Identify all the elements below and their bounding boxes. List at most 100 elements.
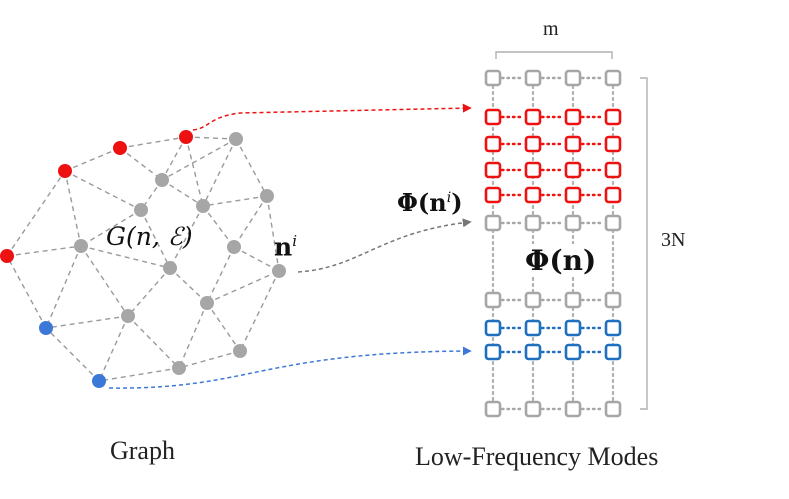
mode-cell-gray: [604, 400, 622, 418]
graph-edge: [206, 246, 235, 304]
graph-node: [200, 296, 214, 310]
graph-edge: [64, 170, 82, 247]
mode-cell-gray: [564, 291, 582, 309]
mode-cell-red: [564, 135, 582, 153]
graph-node: [121, 309, 135, 323]
graph-edge: [161, 136, 187, 181]
mode-cell-gray: [604, 69, 622, 87]
graph-node-red: [113, 141, 127, 155]
graph-node-red: [0, 249, 14, 263]
mode-cell-gray: [484, 400, 502, 418]
modes-height-label: 3N: [661, 229, 686, 251]
node-label: ni: [274, 232, 297, 261]
graph-edge: [266, 195, 280, 272]
mode-cell-red: [484, 186, 502, 204]
graph-edge: [239, 270, 280, 352]
graph-edge: [119, 136, 187, 149]
center-mode-label: Φ(n): [521, 244, 601, 277]
graph-edge: [235, 138, 268, 197]
graph-edge: [202, 195, 268, 207]
mode-cell-red: [524, 161, 542, 179]
graph-edge: [80, 245, 129, 317]
mode-cell-red: [484, 108, 502, 126]
graph-label: G(n, ℰ): [106, 222, 193, 251]
mode-cell-red: [524, 135, 542, 153]
graph-edge: [178, 302, 208, 369]
mode-cell-blue: [604, 343, 622, 361]
graph-caption: Graph: [110, 436, 175, 465]
width-bracket: [495, 51, 613, 59]
row-mode-label: Φ(ni): [397, 188, 463, 217]
mode-cell-blue: [564, 343, 582, 361]
modes-width-label: m: [543, 18, 559, 40]
graph-edge: [169, 205, 204, 269]
mode-cell-gray: [484, 291, 502, 309]
graph-edge: [206, 270, 280, 304]
mode-cell-red: [524, 108, 542, 126]
mode-cell-gray: [564, 69, 582, 87]
graph-edge: [161, 179, 204, 207]
graph-node: [227, 240, 241, 254]
mode-cell-blue: [524, 343, 542, 361]
modes-caption: Low-Frequency Modes: [415, 442, 659, 471]
graph-node: [233, 344, 247, 358]
red-mapping-arrow: [192, 103, 472, 131]
graph-edge: [6, 255, 47, 329]
mode-cell-red: [604, 108, 622, 126]
graph-node: [229, 132, 243, 146]
mode-cell-blue: [524, 319, 542, 337]
graph-edge: [202, 205, 235, 248]
graph-edge: [127, 267, 171, 317]
row-mode-label-close: ): [451, 188, 463, 217]
mode-cell-blue: [484, 343, 502, 361]
mode-cell-gray: [524, 291, 542, 309]
mode-grid-cells: [484, 69, 622, 418]
graph-edge: [140, 209, 171, 269]
mode-cell-red: [564, 108, 582, 126]
graph-nodes: [0, 130, 286, 388]
graph-edge: [185, 136, 204, 207]
height-bracket: [640, 77, 648, 410]
graph-node: [74, 239, 88, 253]
row-mode-label-base: Φ(n: [397, 188, 447, 217]
graph-edge: [45, 315, 129, 329]
graph-edge: [80, 209, 142, 247]
blue-mapping-arrow: [108, 346, 472, 389]
graph-edge: [178, 350, 241, 369]
graph-edge: [98, 367, 180, 382]
graph-edge: [233, 195, 268, 248]
mode-cell-red: [484, 135, 502, 153]
mode-cell-gray: [524, 400, 542, 418]
graph-edge: [64, 147, 121, 172]
mode-cell-red: [564, 186, 582, 204]
mode-cell-red: [604, 186, 622, 204]
graph-edge: [64, 170, 142, 211]
mode-cell-blue: [564, 319, 582, 337]
graph-node: [260, 189, 274, 203]
mode-cell-red: [524, 186, 542, 204]
mode-cell-gray: [564, 400, 582, 418]
graph-edge: [206, 302, 241, 352]
graph-node: [272, 264, 286, 278]
mapping-arrows: [108, 103, 472, 389]
mode-cell-red: [604, 135, 622, 153]
node-label-base: n: [274, 232, 293, 262]
mode-cell-gray: [604, 291, 622, 309]
graph-edge: [233, 246, 280, 272]
mode-cell-gray: [604, 214, 622, 232]
graph-edge: [45, 245, 82, 329]
graph-edge: [6, 245, 82, 257]
mode-cell-gray: [524, 69, 542, 87]
graph-edge: [127, 315, 180, 369]
graph-node-blue: [92, 374, 106, 388]
mode-cell-gray: [524, 214, 542, 232]
graph-node: [172, 361, 186, 375]
graph-node: [163, 261, 177, 275]
mode-cell-blue: [484, 319, 502, 337]
graph-edges: [6, 136, 280, 382]
graph-edge: [45, 327, 100, 382]
graph-edge: [98, 315, 129, 382]
dimension-brackets: [495, 51, 648, 410]
graph-node: [155, 173, 169, 187]
